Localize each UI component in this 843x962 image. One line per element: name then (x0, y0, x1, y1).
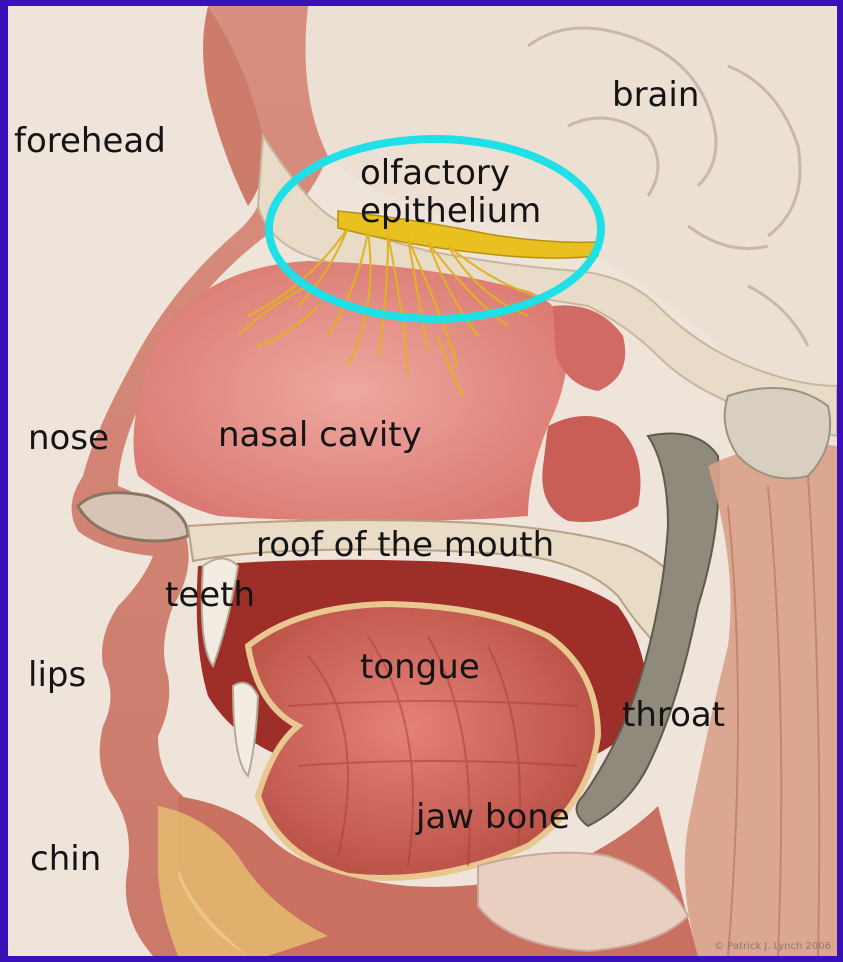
label-nasal-cavity: nasal cavity (218, 418, 422, 452)
anatomy-illustration: forehead brain olfactory epithelium nose… (8, 6, 837, 956)
label-chin: chin (30, 842, 101, 876)
label-forehead: forehead (14, 124, 166, 158)
artist-credit: © Patrick J. Lynch 2006 (714, 941, 831, 952)
label-nose: nose (28, 421, 109, 455)
label-olfactory-epithelium: olfactory epithelium (360, 154, 541, 230)
label-teeth: teeth (165, 578, 255, 612)
label-tongue: tongue (360, 650, 480, 684)
nasal-cavity (134, 261, 569, 521)
label-brain: brain (612, 78, 699, 112)
label-jaw-bone: jaw bone (416, 800, 570, 834)
label-lips: lips (28, 658, 86, 692)
label-throat: throat (622, 698, 725, 732)
label-roof-of-the-mouth: roof of the mouth (256, 528, 554, 562)
